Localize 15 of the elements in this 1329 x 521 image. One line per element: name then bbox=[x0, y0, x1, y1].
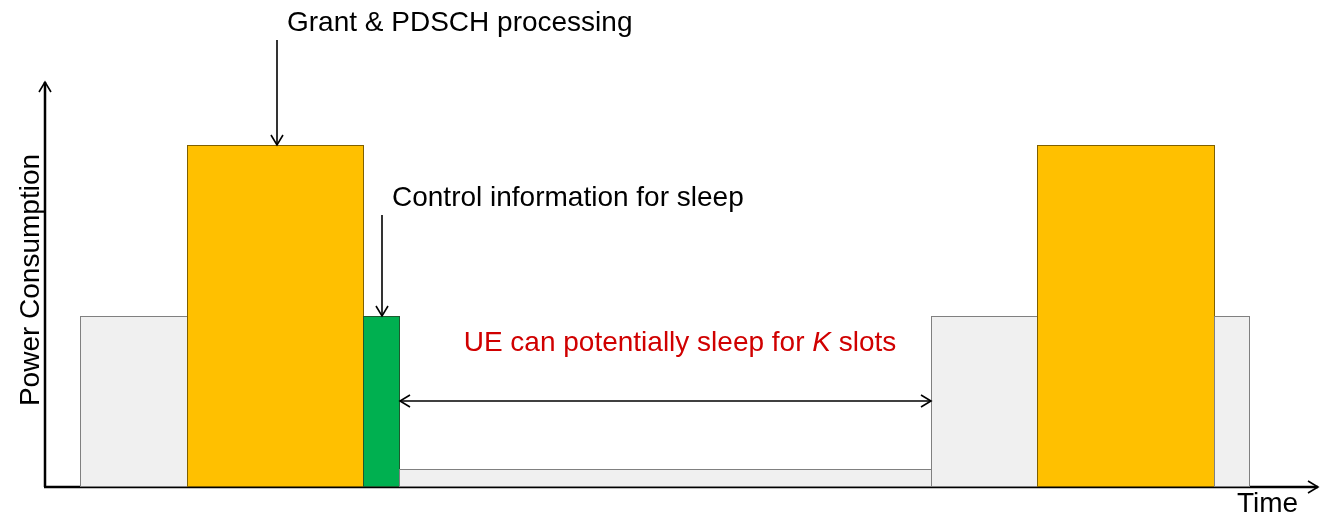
leader-line bbox=[375, 214, 389, 317]
sleep-power-block bbox=[399, 469, 932, 487]
idle-power-block bbox=[1214, 316, 1250, 487]
double-arrow bbox=[399, 394, 932, 408]
processing-power-block bbox=[187, 145, 364, 487]
idle-power-block bbox=[80, 316, 188, 487]
leader-text: Control information for sleep bbox=[392, 181, 744, 213]
axis-label: Time bbox=[1237, 487, 1299, 519]
idle-power-block bbox=[931, 316, 1038, 487]
control-power-block bbox=[363, 316, 400, 487]
leader-text: Grant & PDSCH processing bbox=[287, 6, 633, 38]
processing-power-block bbox=[1037, 145, 1215, 487]
leader-line bbox=[270, 39, 284, 146]
duration-label: UE can potentially sleep for K slots bbox=[462, 326, 898, 358]
axis-label: Power Consumption bbox=[14, 153, 46, 407]
